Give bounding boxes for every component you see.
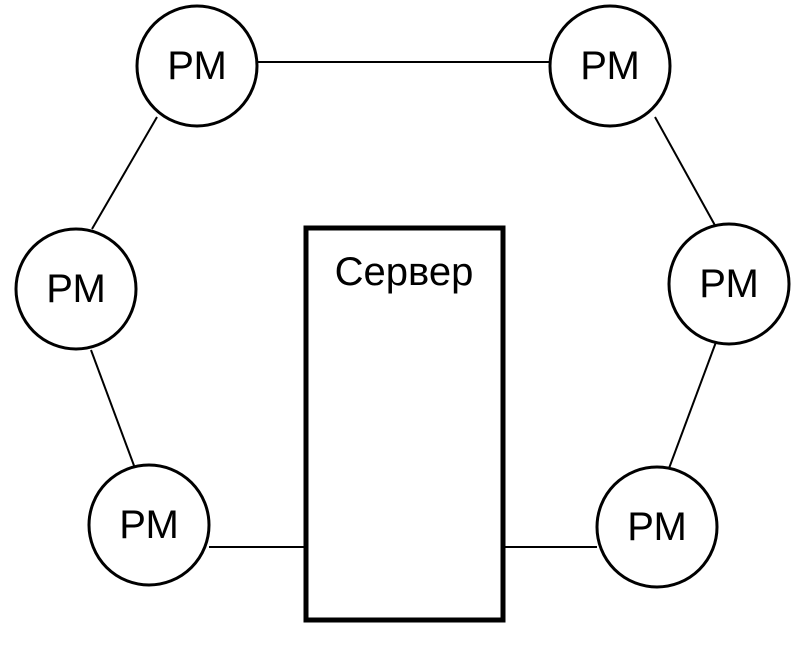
node-label: РМ bbox=[46, 267, 106, 311]
server-box bbox=[303, 225, 506, 623]
connections bbox=[90, 61, 718, 548]
node-circle bbox=[14, 227, 138, 351]
node-label: РМ bbox=[119, 503, 179, 547]
node-circle bbox=[548, 4, 672, 128]
node-top-left: РМ bbox=[135, 4, 259, 128]
node-mid-left: РМ bbox=[14, 227, 138, 351]
node-label: РМ bbox=[580, 44, 640, 88]
link-top-right-mid-right bbox=[654, 116, 718, 230]
node-bottom-left: РМ bbox=[87, 463, 211, 587]
node-circle bbox=[667, 222, 791, 346]
node-label: РМ bbox=[699, 262, 759, 306]
node-label: РМ bbox=[627, 505, 687, 549]
node-circle bbox=[595, 465, 719, 589]
node-top-right: РМ bbox=[548, 4, 672, 128]
server: Сервер bbox=[303, 225, 506, 623]
node-bottom-right: РМ bbox=[595, 465, 719, 589]
node-mid-right: РМ bbox=[667, 222, 791, 346]
link-mid-right-bottom-right bbox=[667, 341, 717, 472]
server-label: Сервер bbox=[335, 250, 474, 294]
link-mid-left-bottom-left bbox=[90, 349, 137, 472]
link-top-left-mid-left bbox=[91, 116, 158, 230]
node-label: РМ bbox=[167, 44, 227, 88]
node-circle bbox=[87, 463, 211, 587]
node-circle bbox=[135, 4, 259, 128]
